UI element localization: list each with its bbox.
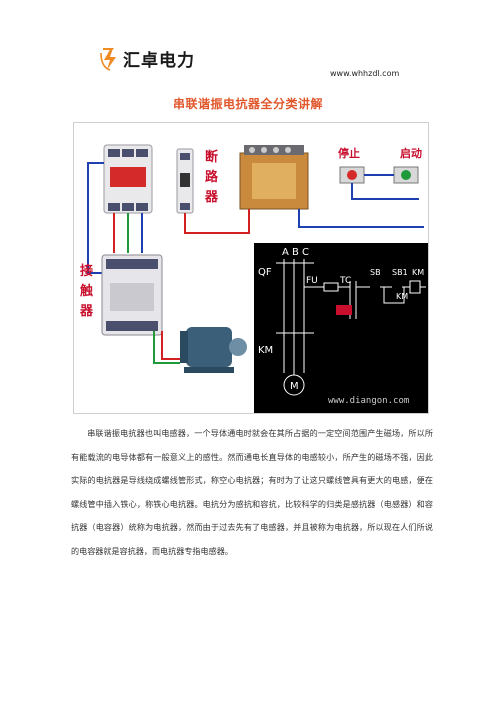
contactor [101, 254, 163, 336]
site-url[interactable]: www.whhzdl.com [330, 69, 400, 78]
schematic-km-left: KM [258, 345, 273, 356]
watermark: www.diangon.com [328, 396, 409, 406]
breaker-label-1: 断 [205, 149, 218, 165]
schematic-sb: SB [370, 268, 381, 277]
schematic-abc: A B C [282, 247, 309, 258]
motor [153, 327, 247, 373]
brand-logo: 汇卓电力 [100, 46, 195, 71]
breaker-3pole [103, 144, 153, 214]
transformer [239, 145, 309, 210]
page-title: 串联谐振电抗器全分类讲解 [172, 97, 323, 111]
stop-button [339, 166, 365, 184]
schematic-motor: M [290, 381, 299, 392]
lightning-icon [100, 47, 116, 71]
wires [87, 162, 424, 274]
breaker-1pole [176, 148, 194, 214]
contactor-label-3: 器 [79, 304, 94, 319]
schematic-qf: QF [258, 267, 272, 278]
start-button [393, 166, 419, 184]
schematic-resistor [336, 305, 352, 315]
stop-label: 停止 [338, 146, 360, 160]
breaker-label-2: 路 [205, 169, 219, 185]
start-label: 启动 [400, 146, 422, 160]
schematic-sb1: SB1 [392, 268, 408, 277]
breaker-label-3: 器 [204, 190, 219, 205]
contactor-label-2: 触 [79, 283, 93, 299]
brand-name: 汇卓电力 [123, 51, 195, 71]
schematic-km-coil: KM [396, 292, 408, 301]
schematic-km-top: KM [412, 268, 424, 277]
schematic-fu: FU [306, 276, 318, 286]
wiring-diagram: 断 路 器 停止 启动 [79, 144, 428, 413]
paragraph-text: 串联谐振电抗器也叫电感器，一个导体通电时就会在其所占据的一定空间范围产生磁场，所… [71, 428, 433, 556]
contactor-label-1: 接 [80, 263, 93, 279]
body-paragraph: 串联谐振电抗器也叫电感器，一个导体通电时就会在其所占据的一定空间范围产生磁场，所… [71, 422, 433, 564]
schematic: A B C QF FU TC SB SB1 KM KM KM M [254, 243, 428, 413]
schematic-tc: TC [339, 276, 351, 286]
wiring-figure: 断 路 器 停止 启动 [73, 122, 429, 414]
